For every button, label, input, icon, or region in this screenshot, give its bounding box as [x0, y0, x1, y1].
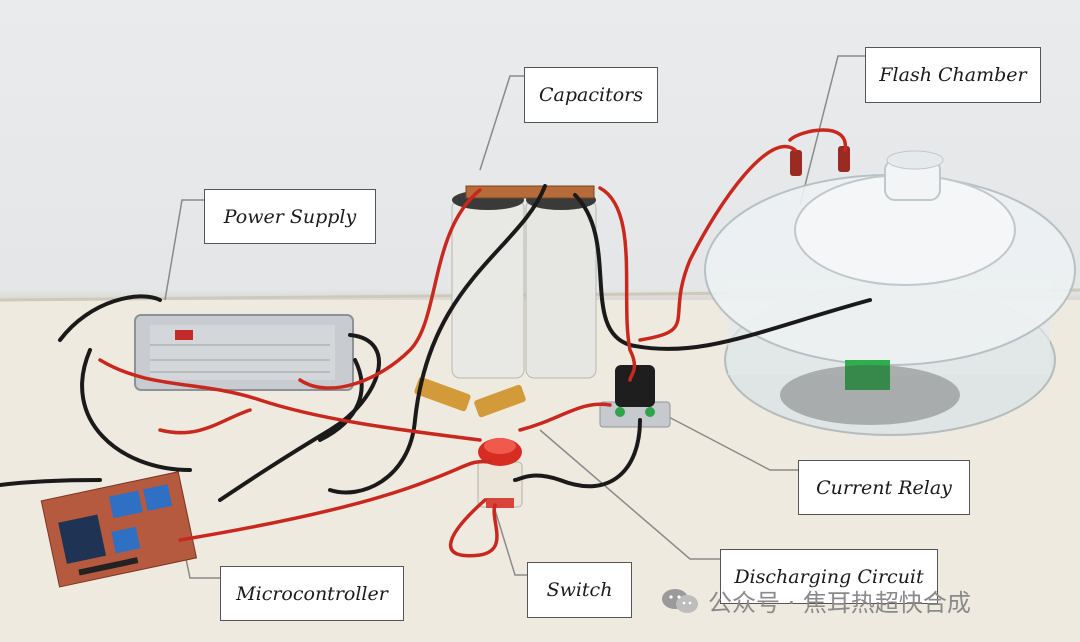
wechat-icon: [662, 588, 698, 613]
flash-chamber: [704, 146, 1076, 436]
power-supply-unit: [134, 314, 354, 391]
microcontroller-label: Microcontroller: [220, 566, 404, 621]
power-supply-label: Power Supply: [204, 189, 376, 244]
black-wires: [0, 184, 872, 502]
emergency-switch: [477, 438, 523, 508]
discharge-resistors: [414, 377, 526, 418]
leader-lines: [164, 55, 865, 579]
red-wires: [98, 128, 847, 558]
current-relay-device: [599, 365, 671, 428]
capacitors-label: Capacitors: [524, 67, 658, 123]
discharging-circuit-label: Discharging Circuit: [720, 549, 938, 604]
flash-chamber-label: Flash Chamber: [865, 47, 1041, 103]
capacitor-bank: [451, 185, 597, 379]
watermark: 公众号 · 焦耳热超快合成: [660, 583, 971, 618]
current-relay-label: Current Relay: [798, 460, 970, 515]
switch-label: Switch: [527, 562, 632, 618]
microcontroller-board: [40, 471, 198, 588]
watermark-text: 公众号 · 焦耳热超快合成: [708, 589, 971, 617]
